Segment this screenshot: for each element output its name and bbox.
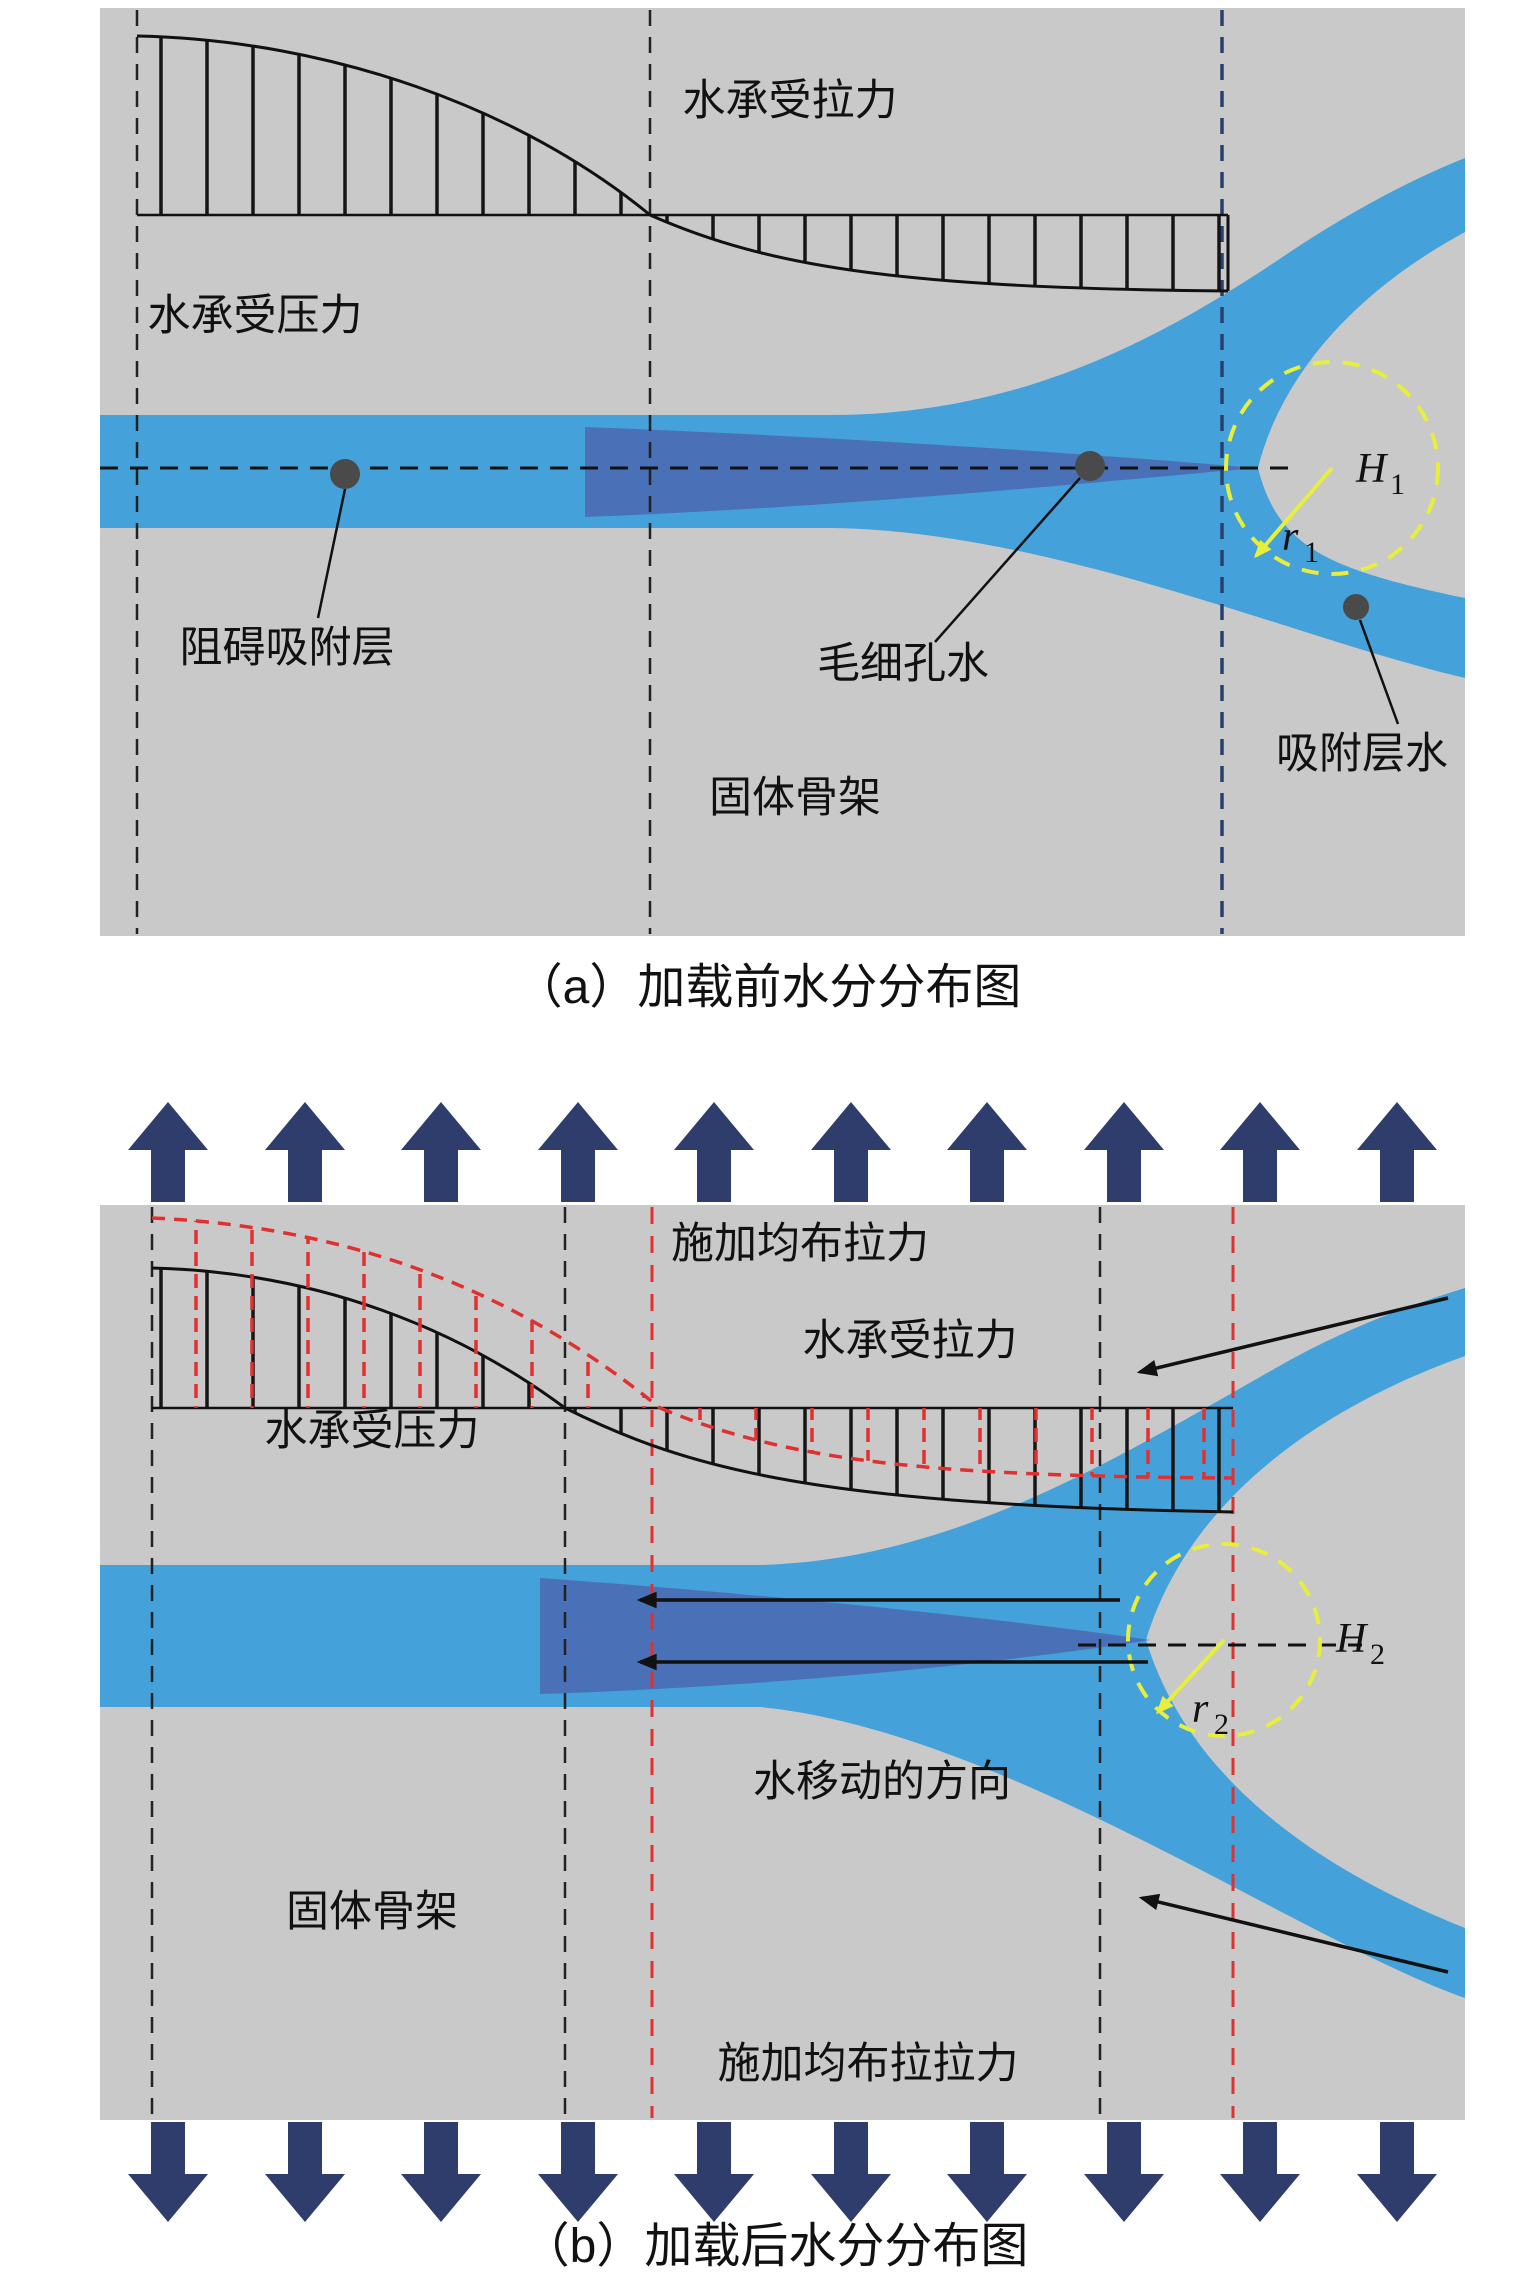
label-compression-a: 水承受压力 xyxy=(148,292,363,340)
adsorption-barrier-leader xyxy=(316,488,347,619)
down-arrow-icon xyxy=(1084,2122,1164,2222)
label-applied-tension-bottom: 施加均布拉拉力 xyxy=(718,2040,1019,2088)
label-r1-sub: 1 xyxy=(1304,536,1319,569)
down-arrow-icon xyxy=(401,2122,481,2222)
water-movement-arrows xyxy=(636,1296,1449,1974)
capillary-water-leader xyxy=(934,477,1081,643)
up-arrow-icon xyxy=(401,1102,481,1202)
down-arrow-icon xyxy=(1220,2122,1300,2222)
up-arrow-icon xyxy=(1220,1102,1300,1202)
compression-curve-a xyxy=(136,34,651,217)
label-solid-skeleton-b: 固体骨架 xyxy=(286,1888,458,1936)
down-arrow-icon xyxy=(128,2122,208,2222)
red-tension-curve-b xyxy=(659,1406,1234,1480)
down-arrow-icon xyxy=(1357,2122,1437,2222)
red-tension-hatch-region-b xyxy=(660,1408,1233,1478)
label-r1: r xyxy=(1282,514,1299,560)
down-arrow-icon xyxy=(674,2122,754,2222)
radius-arrow-a xyxy=(1254,466,1334,559)
down-arrow-icon xyxy=(811,2122,891,2222)
down-arrow-icon xyxy=(265,2122,345,2222)
label-h1-sub: 1 xyxy=(1390,468,1405,501)
radius-arrow-b xyxy=(1155,1638,1226,1715)
tension-curve-a xyxy=(649,213,1229,293)
up-arrow-icon xyxy=(1084,1102,1164,1202)
label-h2-sub: 2 xyxy=(1370,1638,1385,1671)
panel-b: 施加均布拉力 水承受拉力 水承受压力 水移动的方向 固体骨架 施加均布拉拉力 H… xyxy=(100,1102,1465,2273)
label-tension-b: 水承受拉力 xyxy=(803,1317,1018,1365)
label-h2: H xyxy=(1335,1616,1369,1662)
capillary-water-wedge-b xyxy=(540,1578,1150,1694)
up-arrow-icon xyxy=(674,1102,754,1202)
panel-a: 水承受拉力 水承受压力 阻碍吸附层 毛细孔水 吸附层水 固体骨架 H 1 r 1… xyxy=(100,8,1465,1014)
capillary-water-dot xyxy=(1075,451,1105,481)
meniscus-circle-a xyxy=(1224,360,1440,576)
movement-arrow-bottom xyxy=(1138,1893,1449,1974)
meniscus-circle-b xyxy=(1126,1542,1322,1738)
down-arrow-icon xyxy=(538,2122,618,2222)
label-applied-tension-top: 施加均布拉力 xyxy=(671,1220,929,1268)
up-arrow-icon xyxy=(538,1102,618,1202)
label-adsorption-barrier: 阻碍吸附层 xyxy=(180,624,395,672)
label-r2-sub: 2 xyxy=(1214,1708,1229,1741)
up-arrow-icon xyxy=(947,1102,1027,1202)
up-arrow-icon xyxy=(811,1102,891,1202)
adsorbed-layer-dot xyxy=(1343,594,1369,620)
down-arrow-icon xyxy=(947,2122,1027,2222)
compression-hatch-region-a xyxy=(137,36,650,215)
label-r2: r xyxy=(1192,1686,1209,1732)
movement-arrow-top xyxy=(1136,1296,1449,1377)
label-capillary-water: 毛细孔水 xyxy=(817,640,989,688)
adsorbed-layer-leader xyxy=(1358,619,1400,725)
red-compression-hatch-region-b xyxy=(152,1218,660,1408)
label-adsorbed-layer-water: 吸附层水 xyxy=(1276,730,1448,778)
label-h1: H xyxy=(1355,446,1389,492)
label-solid-skeleton-a: 固体骨架 xyxy=(709,774,881,822)
label-water-movement: 水移动的方向 xyxy=(753,1758,1011,1806)
red-compression-curve-b xyxy=(151,1216,662,1410)
adsorption-barrier-dot xyxy=(330,459,360,489)
up-arrow-icon xyxy=(1357,1102,1437,1202)
capillary-water-wedge-a xyxy=(585,427,1256,517)
label-tension-a: 水承受拉力 xyxy=(683,77,898,125)
caption-panel-a: （a）加载前水分分布图 xyxy=(515,961,1022,1014)
water-layer-a xyxy=(100,158,1465,678)
up-arrow-icon xyxy=(265,1102,345,1202)
tension-hatch-region-a xyxy=(650,215,1228,291)
applied-load-arrows-top xyxy=(128,1102,1437,1202)
label-compression-b: 水承受压力 xyxy=(265,1407,480,1455)
up-arrow-icon xyxy=(128,1102,208,1202)
caption-panel-b: （b）加载后水分分布图 xyxy=(522,2220,1029,2273)
applied-load-arrows-bottom xyxy=(128,2122,1437,2222)
tension-curve-b xyxy=(564,1406,1234,1514)
